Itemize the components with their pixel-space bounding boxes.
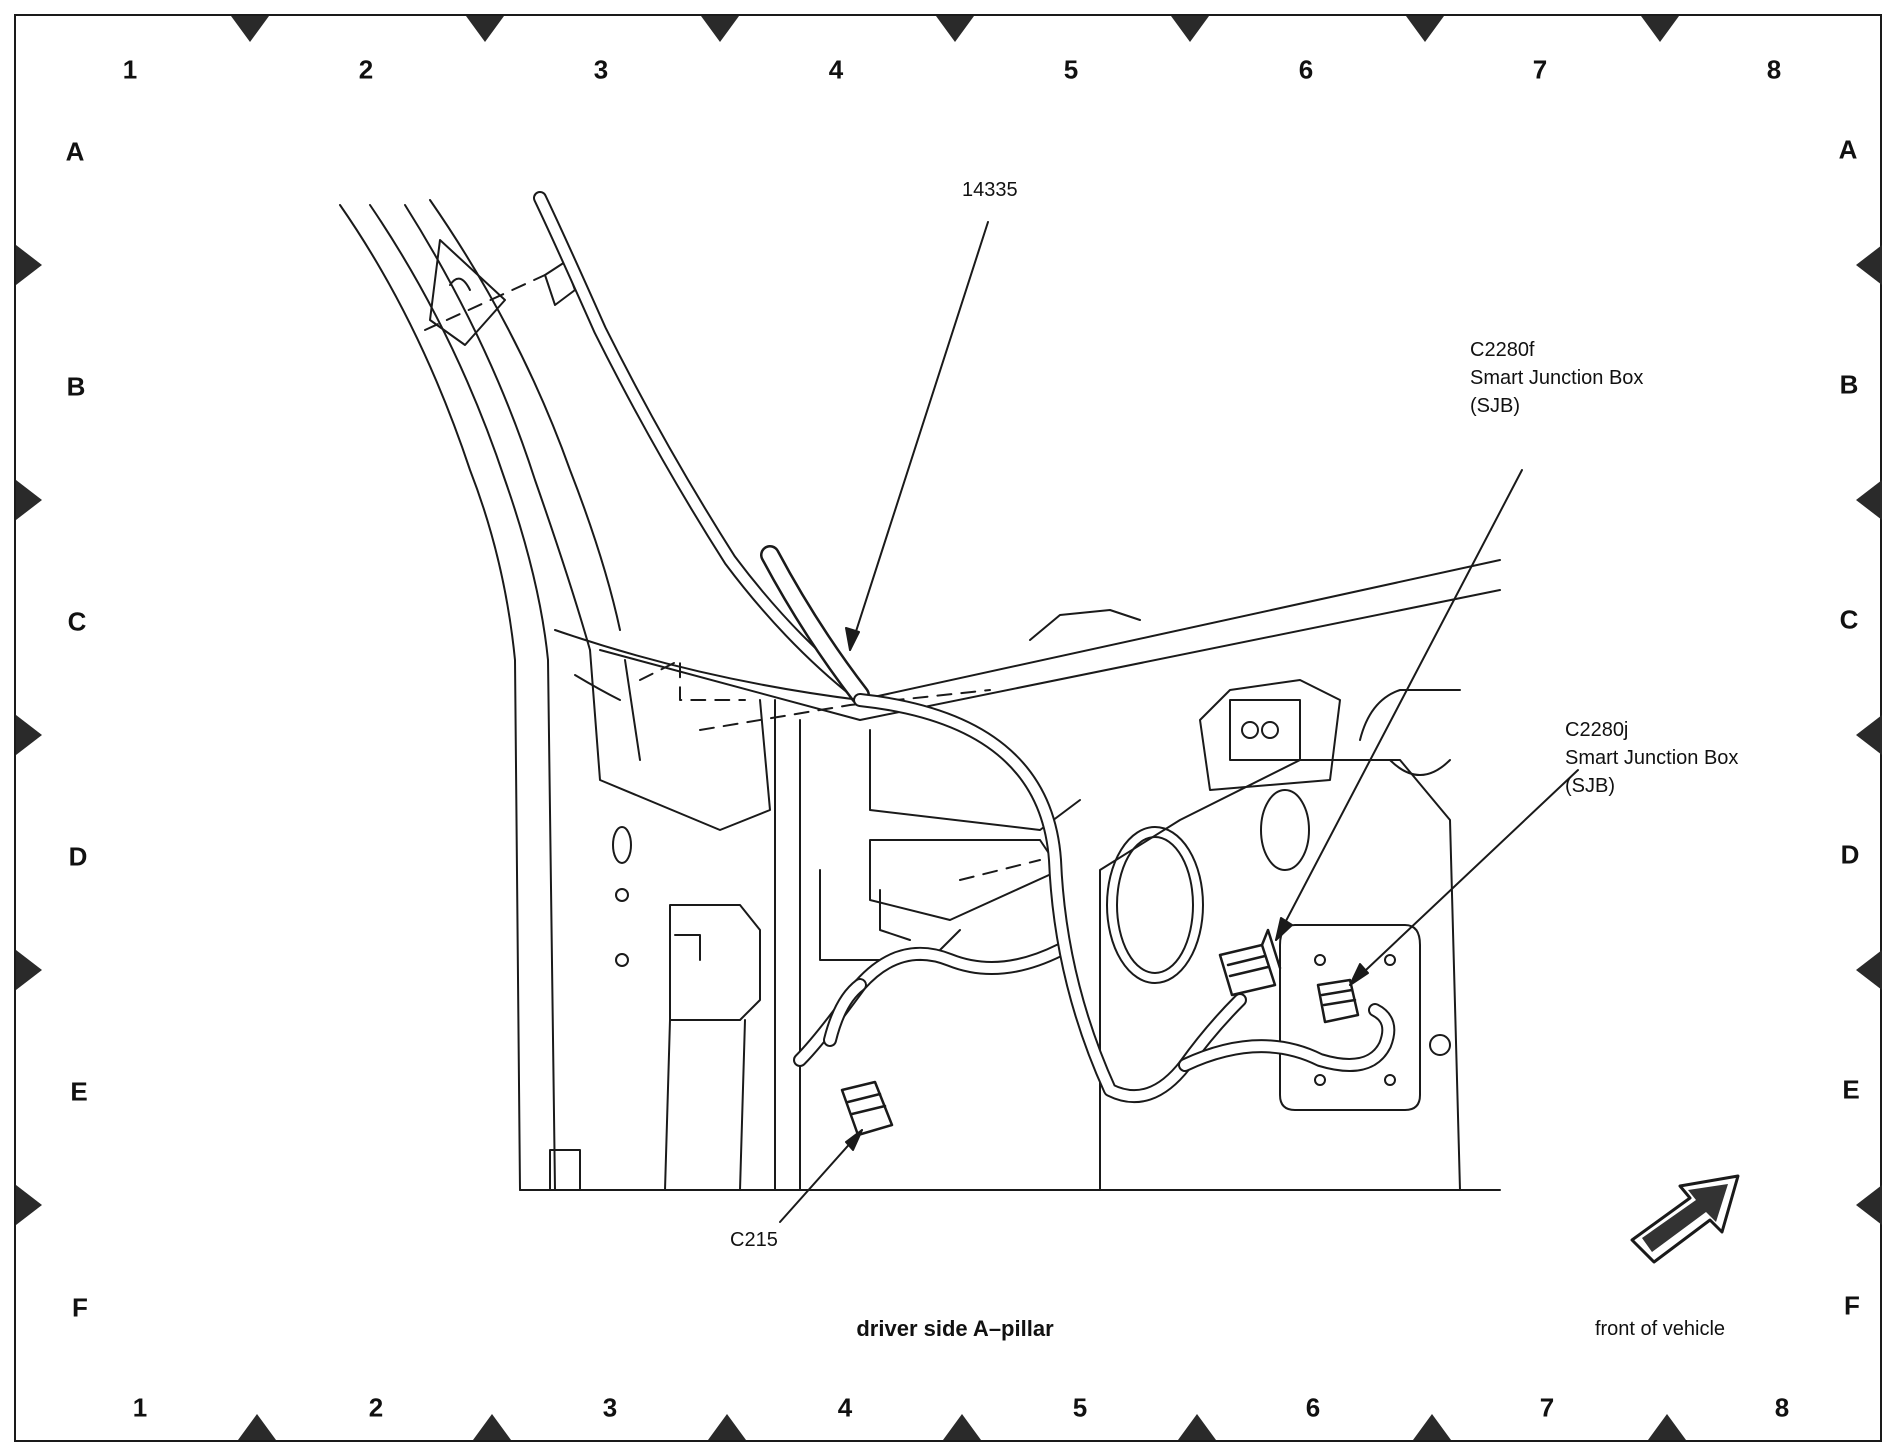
zone-marker-left bbox=[16, 715, 42, 755]
grid-col-8-top: 8 bbox=[1766, 54, 1782, 85]
connector-c215 bbox=[840, 1080, 894, 1137]
zone-marker-bottom bbox=[1648, 1414, 1686, 1440]
bolt-plate bbox=[1279, 924, 1421, 1111]
zone-marker-bottom bbox=[1178, 1414, 1216, 1440]
connector-c2280j bbox=[1316, 978, 1360, 1024]
front-arrow-icon bbox=[1630, 1174, 1740, 1264]
zone-marker-right bbox=[1856, 1185, 1882, 1225]
zone-marker-right bbox=[1856, 480, 1882, 520]
grid-row-f-right: F bbox=[1844, 1290, 1860, 1321]
zone-marker-left bbox=[16, 245, 42, 285]
leader-c2280f bbox=[1275, 469, 1523, 941]
zone-marker-top bbox=[1641, 16, 1679, 42]
grid-col-6-bottom: 6 bbox=[1305, 1392, 1321, 1423]
grid-row-c-right: C bbox=[1839, 604, 1859, 635]
zone-marker-top bbox=[231, 16, 269, 42]
callout-c2280f-id: C2280f bbox=[1470, 339, 1535, 361]
grid-row-a-left: A bbox=[65, 136, 85, 167]
zone-marker-bottom bbox=[708, 1414, 746, 1440]
zone-marker-left bbox=[16, 480, 42, 520]
grid-row-e-right: E bbox=[1842, 1074, 1860, 1105]
grid-row-b-right: B bbox=[1839, 369, 1859, 400]
zone-marker-bottom bbox=[473, 1414, 511, 1440]
callout-c2280f: C2280f Smart Junction Box (SJB) bbox=[1470, 336, 1643, 420]
harness-main-branch bbox=[853, 693, 1247, 1104]
grid-row-b-left: B bbox=[66, 371, 86, 402]
grid-col-1-top: 1 bbox=[122, 54, 138, 85]
grid-row-c-left: C bbox=[67, 606, 87, 637]
zone-marker-top bbox=[1406, 16, 1444, 42]
grid-col-5-top: 5 bbox=[1063, 54, 1079, 85]
large-access-hole bbox=[1106, 826, 1204, 984]
callout-c2280j-line1: Smart Junction Box bbox=[1565, 747, 1739, 769]
zone-marker-right bbox=[1856, 715, 1882, 755]
zone-marker-bottom bbox=[943, 1414, 981, 1440]
zone-marker-left bbox=[16, 1185, 42, 1225]
mount-dashed-line bbox=[424, 274, 546, 331]
grid-col-2-bottom: 2 bbox=[368, 1392, 384, 1423]
grid-col-4-top: 4 bbox=[828, 54, 844, 85]
grid-row-e-left: E bbox=[70, 1076, 88, 1107]
grid-col-4-bottom: 4 bbox=[837, 1392, 853, 1423]
zone-marker-top bbox=[936, 16, 974, 42]
callout-c2280f-line1: Smart Junction Box bbox=[1470, 367, 1644, 389]
zone-marker-left bbox=[16, 950, 42, 990]
a-pillar-outer-edge bbox=[339, 204, 521, 1191]
zone-marker-bottom bbox=[1413, 1414, 1451, 1440]
grid-col-1-bottom: 1 bbox=[132, 1392, 148, 1423]
grid-row-f-left: F bbox=[72, 1292, 88, 1323]
orientation-note: front of vehicle bbox=[1594, 1318, 1726, 1340]
diagram-caption: driver side A–pillar bbox=[856, 1316, 1054, 1341]
zone-marker-top bbox=[466, 16, 504, 42]
grid-col-8-bottom: 8 bbox=[1774, 1392, 1790, 1423]
grid-col-6-top: 6 bbox=[1298, 54, 1314, 85]
a-pillar-inner-edge bbox=[369, 204, 556, 1191]
a-pillar-flange bbox=[429, 199, 621, 631]
connector-c2280f bbox=[1218, 928, 1282, 997]
grid-col-7-top: 7 bbox=[1532, 54, 1548, 85]
grid-col-3-top: 3 bbox=[593, 54, 609, 85]
grid-row-d-left: D bbox=[68, 841, 88, 872]
zone-marker-bottom bbox=[238, 1414, 276, 1440]
grid-row-a-right: A bbox=[1838, 134, 1858, 165]
grid-row-d-right: D bbox=[1840, 839, 1860, 870]
callout-c2280f-line2: (SJB) bbox=[1470, 395, 1520, 417]
a-pillar-trim-edge bbox=[404, 204, 591, 651]
callout-c215: C215 bbox=[730, 1229, 778, 1251]
zone-marker-top bbox=[701, 16, 739, 42]
grid-col-2-top: 2 bbox=[358, 54, 374, 85]
callout-c2280j-id: C2280j bbox=[1565, 719, 1629, 741]
zone-marker-top bbox=[1171, 16, 1209, 42]
leader-14335 bbox=[849, 221, 989, 651]
zone-marker-right bbox=[1856, 950, 1882, 990]
callout-c2280j: C2280j Smart Junction Box (SJB) bbox=[1565, 716, 1738, 800]
grid-col-7-bottom: 7 bbox=[1539, 1392, 1555, 1423]
leader-c2280j bbox=[1349, 769, 1579, 986]
callout-c2280j-line2: (SJB) bbox=[1565, 775, 1615, 797]
grid-col-3-bottom: 3 bbox=[602, 1392, 618, 1423]
zone-marker-right bbox=[1856, 245, 1882, 285]
dash-panel-top bbox=[554, 559, 1501, 701]
grid-col-5-bottom: 5 bbox=[1072, 1392, 1088, 1423]
callout-harness-14335: 14335 bbox=[962, 179, 1018, 201]
